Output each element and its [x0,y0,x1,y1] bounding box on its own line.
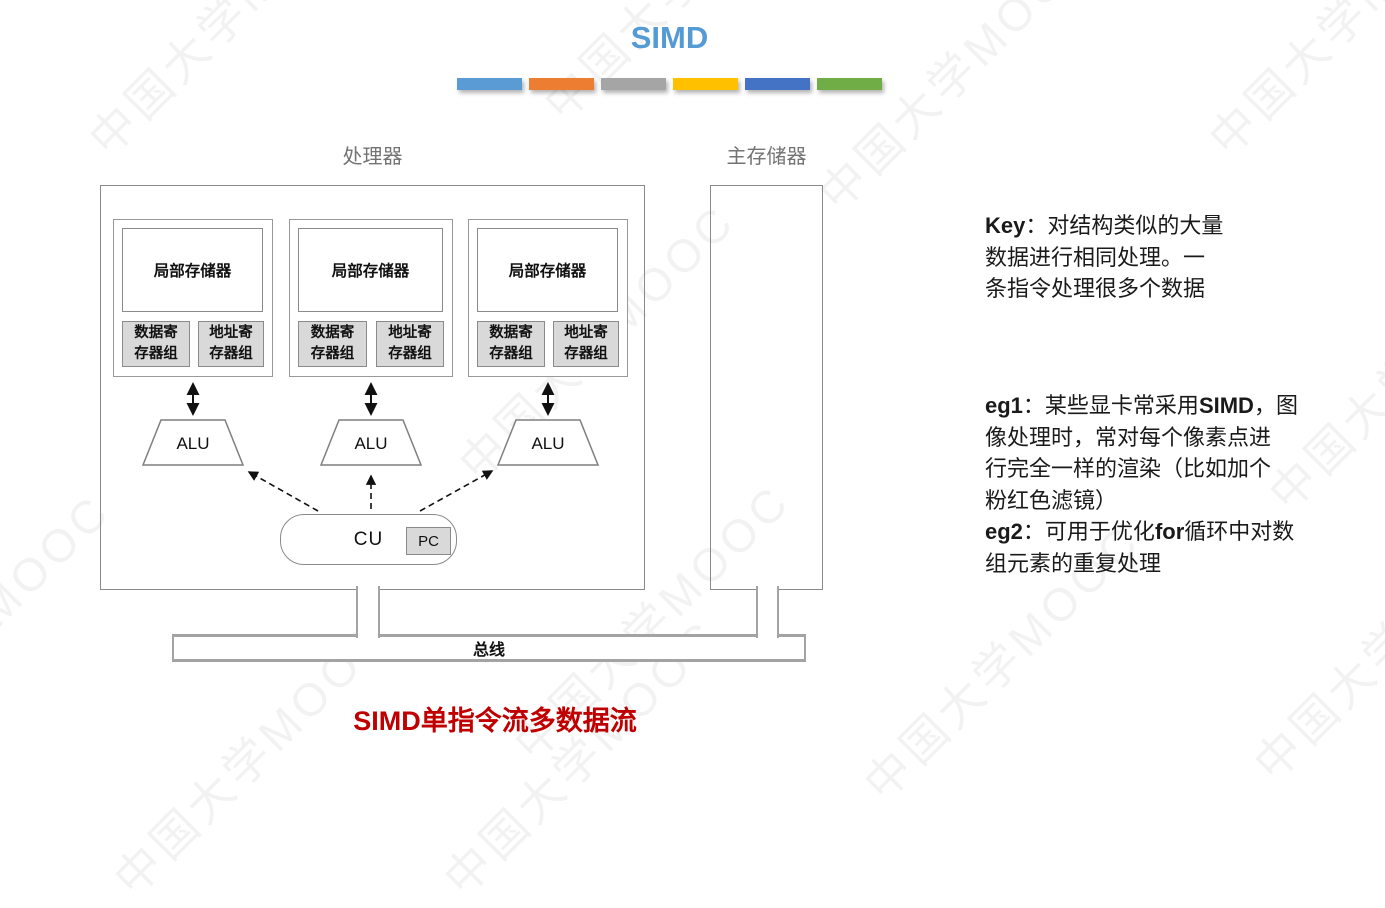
eg2-note-text: ：可用于优化 [1022,519,1155,544]
processing-unit: 局部存储器 数据寄 存器组 地址寄 存器组 [289,219,453,377]
address-registers-box: 地址寄 存器组 [198,321,264,367]
key-note-line: Key：对结构类似的大量 [985,210,1355,242]
local-memory-box: 局部存储器 [122,228,263,312]
data-registers-box: 数据寄 存器组 [298,321,367,367]
eg1-note-line: 行完全一样的渲染（比如加个 [985,456,1272,481]
accent-bar [529,78,594,90]
main-memory-box [710,185,823,590]
bus-label: 总线 [472,642,505,659]
key-note-line: 数据进行相同处理。一 [985,244,1206,270]
key-note-text: ：对结构类似的大量 [1025,213,1224,238]
for-term: for [1154,519,1185,544]
eg1-label: eg1 [985,393,1023,418]
pc-box: PC [406,527,451,555]
processing-unit: 局部存储器 数据寄 存器组 地址寄 存器组 [113,219,273,377]
address-registers-box: 地址寄 存器组 [553,321,619,367]
local-memory-box: 局部存储器 [298,228,443,312]
eg1-note-text: ：某些显卡常采用 [1022,393,1199,418]
address-registers-box: 地址寄 存器组 [376,321,444,367]
processing-unit: 局部存储器 数据寄 存器组 地址寄 存器组 [468,219,628,377]
key-note-line: 条指令处理很多个数据 [985,276,1206,301]
simd-term: SIMD [1198,393,1254,418]
eg1-note-line: 粉红色滤镜） [985,487,1118,513]
caption: SIMD单指令流多数据流 [353,706,637,736]
local-memory-box: 局部存储器 [477,228,618,312]
memory-bus-connector [756,586,779,638]
accent-bar [673,78,738,90]
eg1-note-text: ，图 [1253,393,1298,418]
eg1-note-line: eg1：某些显卡常采用SIMD，图 [985,390,1355,422]
cu-label: CU [353,528,384,550]
data-registers-box: 数据寄 存器组 [122,321,190,367]
processor-bus-connector [356,586,380,638]
eg1-note-line: 像处理时，常对每个像素点进 [985,424,1272,450]
page-title: SIMD [630,20,709,55]
eg2-note-line: eg2：可用于优化for循环中对数 [985,516,1355,548]
main-memory-label: 主存储器 [726,146,807,168]
key-note: Key：对结构类似的大量 数据进行相同处理。一 条指令处理很多个数据 [985,210,1355,305]
watermark-text: 中国大学MOOC [1198,0,1385,166]
data-registers-box: 数据寄 存器组 [477,321,545,367]
accent-bar [457,78,522,90]
key-label: Key [985,213,1026,238]
processor-label: 处理器 [342,146,403,168]
cu-box: CU PC [280,514,457,565]
bus-box: 总线 [172,634,806,662]
accent-bar [601,78,666,90]
accent-bars [457,78,882,90]
accent-bar [817,78,882,90]
eg2-note-line: 组元素的重复处理 [985,550,1162,576]
eg2-note-text: 循环中对数 [1184,519,1295,544]
examples-note: eg1：某些显卡常采用SIMD，图 像处理时，常对每个像素点进 行完全一样的渲染… [985,390,1355,579]
accent-bar [745,78,810,90]
eg2-label: eg2 [985,519,1023,544]
